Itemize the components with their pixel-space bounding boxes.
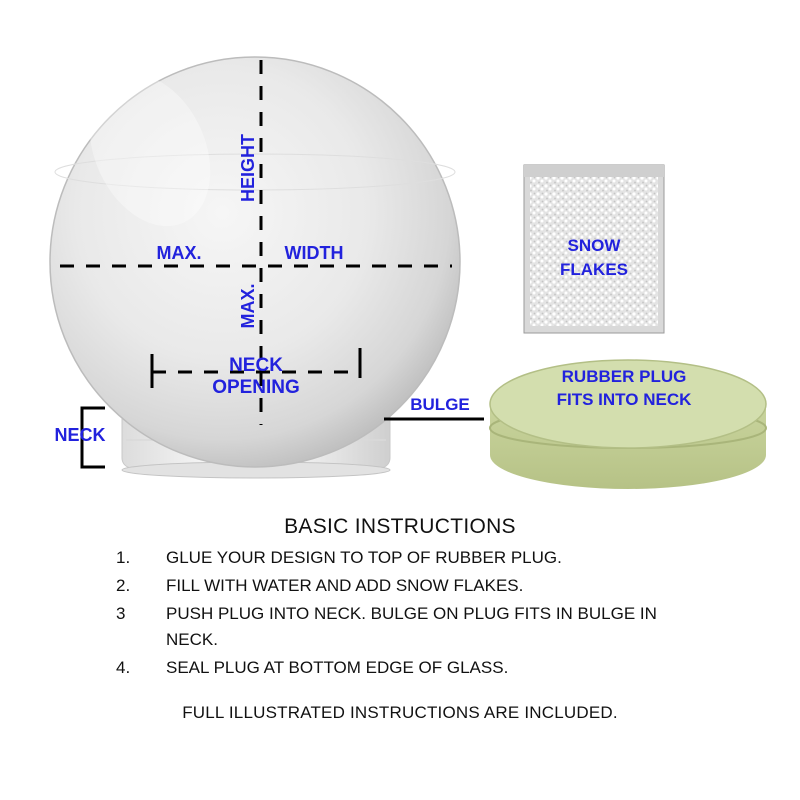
instruction-step: 4. SEAL PLUG AT BOTTOM EDGE OF GLASS. xyxy=(0,655,800,681)
max-horizontal-label: MAX. xyxy=(157,243,202,263)
step-number: 2. xyxy=(116,576,131,595)
step-number: 3 xyxy=(116,604,126,623)
instructions-section: BASIC INSTRUCTIONS 1. GLUE YOUR DESIGN T… xyxy=(0,515,800,723)
instruction-step: 1. GLUE YOUR DESIGN TO TOP OF RUBBER PLU… xyxy=(0,545,800,571)
step-text: SEAL PLUG AT BOTTOM EDGE OF GLASS. xyxy=(166,658,509,677)
measurement-lines xyxy=(60,60,484,469)
rubber-plug xyxy=(489,359,767,489)
neck-label: NECK xyxy=(54,425,105,445)
snow-flakes-bag xyxy=(523,164,665,334)
neck-opening-label-line1: NECK xyxy=(229,355,283,376)
globe-diagram: HEIGHT MAX. MAX. WIDTH NECK OPENING NECK… xyxy=(49,56,767,489)
rubber-plug-label-line2: FITS INTO NECK xyxy=(557,390,692,409)
step-text: FILL WITH WATER AND ADD SNOW FLAKES. xyxy=(166,576,524,595)
step-text: GLUE YOUR DESIGN TO TOP OF RUBBER PLUG. xyxy=(166,548,562,567)
glass-globe xyxy=(49,56,461,468)
snow-flakes-label-line2: FLAKES xyxy=(560,260,628,279)
footer-note: FULL ILLUSTRATED INSTRUCTIONS ARE INCLUD… xyxy=(182,703,618,722)
instructions-title: BASIC INSTRUCTIONS xyxy=(284,515,516,538)
instructions-list: 1. GLUE YOUR DESIGN TO TOP OF RUBBER PLU… xyxy=(0,545,800,681)
step-number: 1. xyxy=(116,548,131,567)
width-label: WIDTH xyxy=(285,243,344,263)
neck-bracket xyxy=(80,406,105,469)
max-vertical-label: MAX. xyxy=(238,284,258,329)
step-text: PUSH PLUG INTO NECK. BULGE ON PLUG FITS … xyxy=(166,604,657,649)
instruction-step: 2. FILL WITH WATER AND ADD SNOW FLAKES. xyxy=(0,573,800,599)
step-number: 4. xyxy=(116,658,131,677)
height-label: HEIGHT xyxy=(238,134,258,202)
neck-opening-label-line2: OPENING xyxy=(212,377,300,398)
instruction-step: 3 PUSH PLUG INTO NECK. BULGE ON PLUG FIT… xyxy=(0,601,800,653)
snow-flakes-label-line1: SNOW xyxy=(568,236,622,255)
rubber-plug-label-line1: RUBBER PLUG xyxy=(562,367,687,386)
bulge-label: BULGE xyxy=(410,395,470,414)
